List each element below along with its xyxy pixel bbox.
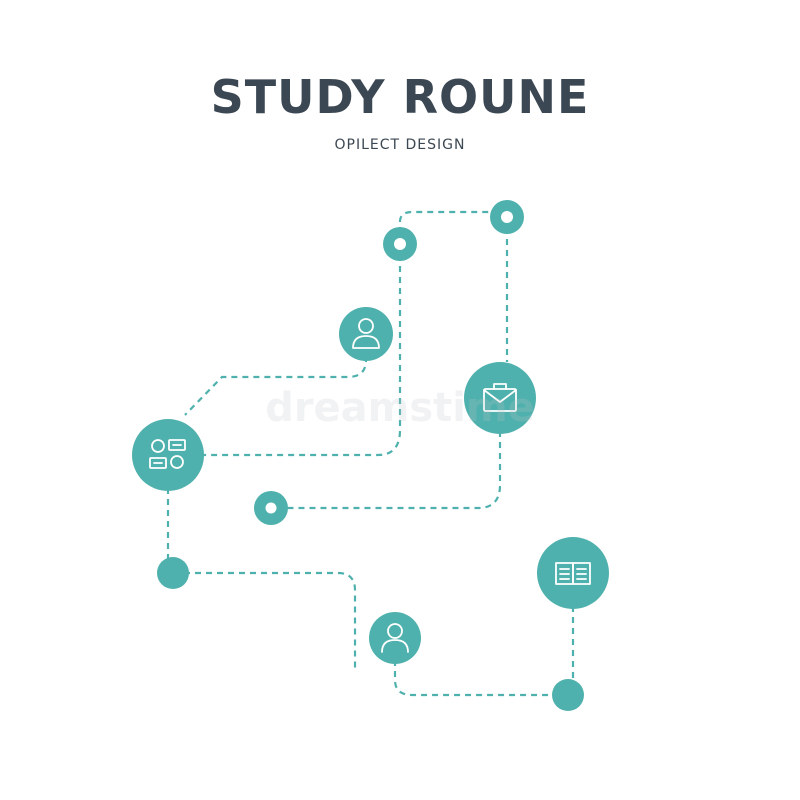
blocks-node — [132, 419, 204, 491]
dot-node-bottom-right — [552, 679, 584, 711]
page-title: STUDY ROUNE — [210, 70, 590, 124]
ring-node-top-right — [490, 200, 524, 234]
user-icon — [352, 318, 380, 349]
ring-node-top-left — [383, 227, 417, 261]
user-node-top — [339, 307, 393, 361]
book-icon — [555, 562, 591, 585]
user-icon — [381, 623, 409, 653]
connector-user-to-bottom-dot — [393, 638, 568, 697]
connector-user-to-left — [184, 334, 368, 416]
ring-node-middle — [254, 491, 288, 525]
connector-top-rings — [398, 210, 507, 244]
connector-briefcase-to-ring — [271, 398, 502, 510]
connector-center-spine — [168, 244, 402, 457]
connector-paths — [166, 210, 575, 697]
user-node-bottom — [369, 612, 421, 664]
connector-dot-to-down — [173, 571, 357, 672]
briefcase-icon — [483, 383, 517, 412]
briefcase-node — [464, 362, 536, 434]
shapes-icon — [149, 439, 186, 469]
page-subtitle: OPILECT DESIGN — [334, 137, 466, 153]
dot-node-left — [157, 557, 189, 589]
book-node — [537, 537, 609, 609]
